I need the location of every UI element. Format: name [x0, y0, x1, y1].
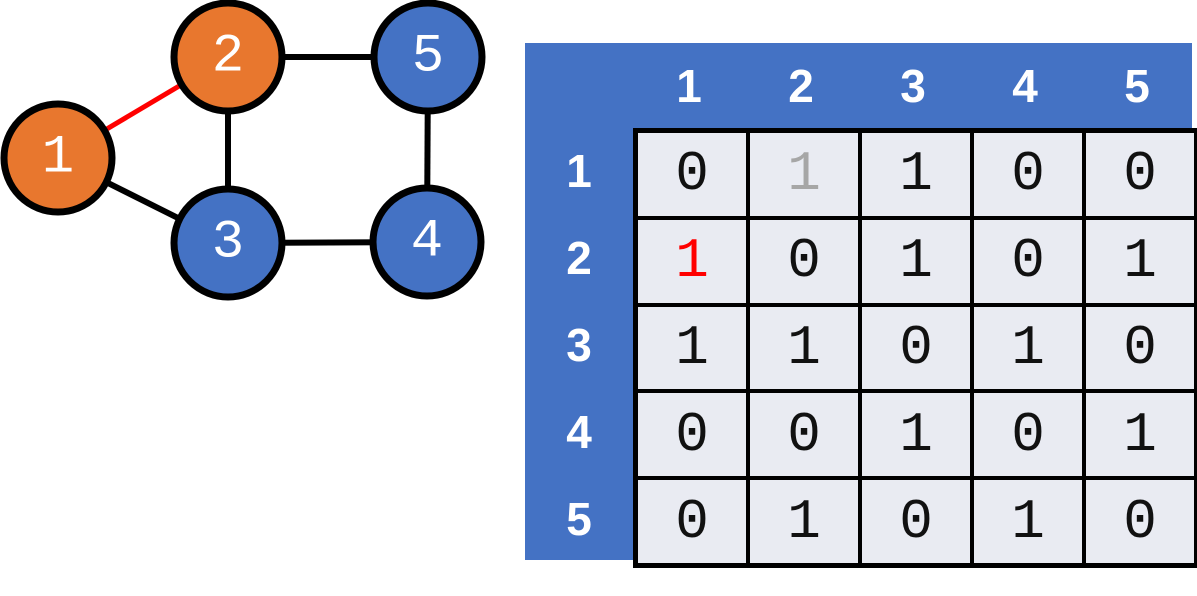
- matrix-cell-r5c2: 1: [748, 478, 860, 565]
- matrix-col-header-2: 2: [788, 59, 814, 112]
- matrix-cell-r3c1: 1: [636, 304, 748, 392]
- graph-diagram: 1 2 3 4 5: [0, 0, 486, 301]
- matrix-cell-r2c3: 1: [860, 217, 972, 305]
- matrix-row-header-3: 3: [566, 318, 592, 371]
- matrix-cell-r2c1: 1: [636, 217, 748, 305]
- matrix-cell-r3c3: 0: [860, 304, 972, 392]
- matrix-cell-r5c1: 0: [636, 478, 748, 565]
- matrix-cell-r4c2: 0: [748, 391, 860, 479]
- matrix-col-header-4: 4: [1012, 59, 1038, 112]
- matrix-cell-r5c5: 0: [1084, 478, 1196, 565]
- matrix-cell-r3c5: 0: [1084, 304, 1196, 392]
- matrix-cell-r5c3: 0: [860, 478, 972, 565]
- matrix-cell-r1c4: 0: [972, 131, 1084, 218]
- matrix-cell-r4c4: 0: [972, 391, 1084, 479]
- matrix-cell-r1c2: 1: [748, 131, 860, 218]
- graph-node-2: [170, 0, 286, 115]
- matrix-row-header-4: 4: [566, 405, 592, 458]
- graph-node-label-4: 4: [411, 212, 443, 273]
- matrix-cell-r4c3: 1: [860, 391, 972, 479]
- matrix-cell-r4c5: 1: [1084, 391, 1196, 479]
- matrix-cell-r3c2: 1: [748, 304, 860, 392]
- matrix-cell-r1c1: 0: [636, 131, 748, 218]
- matrix-cell-r2c2: 0: [748, 217, 860, 305]
- matrix-cell-r2c5: 1: [1084, 217, 1196, 305]
- matrix-row-header-2: 2: [566, 232, 592, 285]
- graph-node-5: [370, 0, 486, 115]
- graph-node-label-1: 1: [42, 128, 74, 189]
- graph-node-label-5: 5: [412, 27, 444, 88]
- matrix-col-header-5: 5: [1124, 59, 1150, 112]
- matrix-cell-r5c4: 1: [972, 478, 1084, 565]
- matrix-row-header-5: 5: [566, 492, 592, 545]
- graph-node-4: [369, 184, 485, 300]
- matrix-row-header-1: 1: [566, 145, 592, 198]
- matrix-cell-r2c4: 0: [972, 217, 1084, 305]
- matrix-col-header-3: 3: [900, 59, 926, 112]
- graph-node-1: [0, 100, 116, 216]
- graph-node-label-3: 3: [212, 213, 244, 274]
- matrix-col-header-1: 1: [676, 59, 702, 112]
- matrix-cell-r4c1: 0: [636, 391, 748, 479]
- matrix-cell-r1c3: 1: [860, 131, 972, 218]
- graph-node-label-2: 2: [212, 27, 244, 88]
- graph-node-3: [170, 185, 286, 301]
- matrix-cell-r1c5: 0: [1084, 131, 1196, 218]
- matrix-cell-r3c4: 1: [972, 304, 1084, 392]
